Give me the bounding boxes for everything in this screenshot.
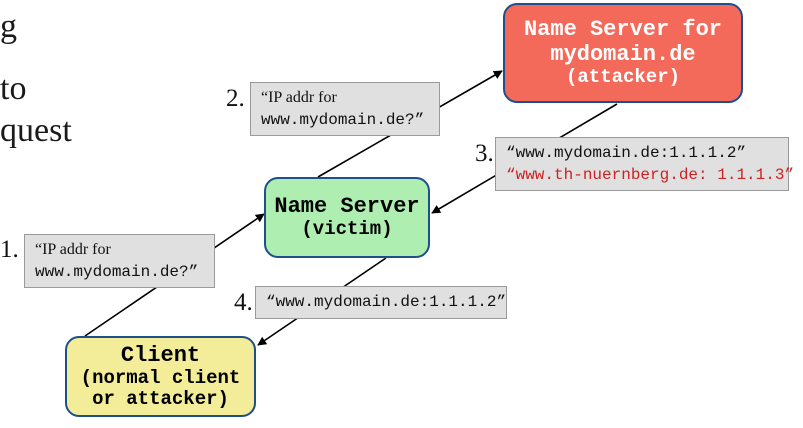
victim-node-role: (victim): [301, 218, 393, 241]
attacker-node-role: (attacker): [565, 65, 681, 88]
message-3-line-2: “www.th-nuernberg.de: 1.1.1.3”: [506, 164, 794, 186]
message-box-4: “www.mydomain.de:1.1.1.2”: [255, 286, 507, 319]
victim-name-server-node: Name Server (victim): [264, 177, 430, 258]
message-box-2: “IP addr for www.mydomain.de?”: [250, 82, 440, 136]
attacker-name-server-node: Name Server for mydomain.de (attacker): [503, 3, 743, 103]
client-node-role-line2: or attacker): [92, 387, 229, 410]
message-1-line-2: www.mydomain.de?”: [35, 263, 199, 282]
client-node: Client (normal client or attacker): [65, 336, 256, 417]
step-number-3: 3.: [475, 140, 494, 167]
message-2-line-1: “IP addr for: [261, 89, 337, 106]
message-3-line-1: “www.mydomain.de:1.1.1.2”: [506, 142, 778, 164]
message-box-3: “www.mydomain.de:1.1.1.2” “www.th-nuernb…: [495, 137, 794, 191]
client-node-role-line1: (normal client: [80, 366, 241, 389]
message-2-line-2: www.mydomain.de?”: [261, 111, 425, 130]
step-number-4: 4.: [234, 289, 253, 316]
attacker-node-domain: mydomain.de: [550, 41, 696, 67]
message-3-line-1-text: “www.mydomain.de:1.1.1.2”: [506, 144, 747, 162]
step-number-1: 1.: [0, 236, 19, 263]
message-box-1: “IP addr for www.mydomain.de?”: [24, 234, 215, 288]
attacker-node-title: Name Server for: [523, 17, 723, 43]
message-4-line-1: “www.mydomain.de:1.1.1.2”: [266, 293, 507, 311]
background-text-2: to: [0, 70, 27, 107]
client-node-title: Client: [120, 342, 201, 368]
background-text-3: quest: [0, 112, 72, 149]
background-text-1: g: [0, 8, 17, 45]
message-1-line-1: “IP addr for: [35, 241, 111, 258]
victim-node-title: Name Server: [274, 193, 420, 219]
message-3-line-2-text: “www.th-nuernberg.de: 1.1.1.3”: [506, 166, 795, 185]
step-number-2: 2.: [226, 85, 245, 112]
